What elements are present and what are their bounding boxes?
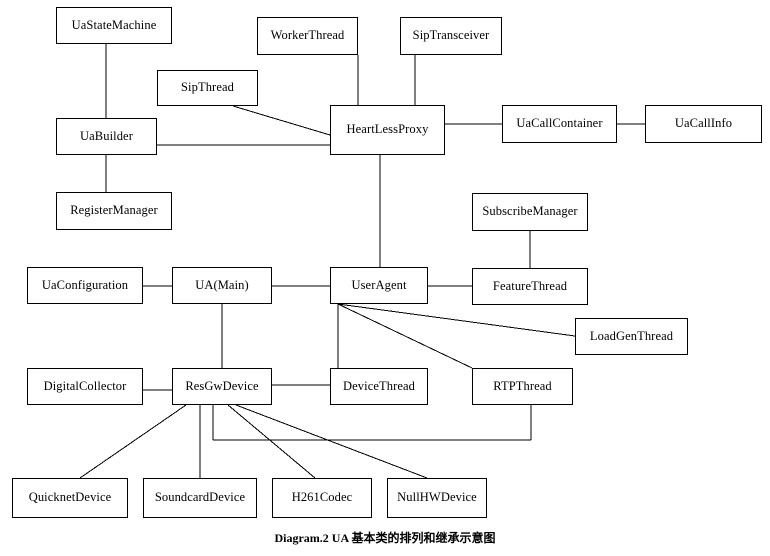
class-node-label: SipThread xyxy=(181,80,234,95)
class-node-label: H261Codec xyxy=(291,490,353,505)
class-node-label: UA(Main) xyxy=(195,277,249,292)
class-node-UaCallContainer[interactable]: UaCallContainer xyxy=(502,105,617,143)
class-node-label: SubscribeManager xyxy=(482,204,578,219)
class-node-label: UaCallInfo xyxy=(674,116,733,131)
class-node-UaCallInfo[interactable]: UaCallInfo xyxy=(645,105,762,143)
class-node-label: UaStateMachine xyxy=(71,17,157,32)
class-node-UaConfiguration[interactable]: UaConfiguration xyxy=(27,267,143,304)
edge-ResGwDevice-to-QuicknetDevice xyxy=(79,404,187,479)
class-node-H261Codec[interactable]: H261Codec xyxy=(272,478,372,518)
class-node-label: UaCallContainer xyxy=(516,116,603,131)
caption-prefix: Diagram.2 UA xyxy=(274,531,352,545)
class-node-UaBuilder[interactable]: UaBuilder xyxy=(56,118,157,155)
edge-UserAgent-to-LoadGenThread xyxy=(337,303,576,337)
class-node-UserAgent[interactable]: UserAgent xyxy=(330,267,428,304)
class-node-label: WorkerThread xyxy=(270,28,345,43)
class-node-label: UaConfiguration xyxy=(41,277,129,292)
class-node-label: ResGwDevice xyxy=(185,378,259,393)
class-node-SipThread[interactable]: SipThread xyxy=(157,70,258,106)
class-node-label: UaBuilder xyxy=(80,128,133,143)
class-node-DigitalCollector[interactable]: DigitalCollector xyxy=(27,368,143,405)
class-node-label: LoadGenThread xyxy=(589,328,674,343)
class-node-DeviceThread[interactable]: DeviceThread xyxy=(330,368,428,405)
class-node-SubscribeManager[interactable]: SubscribeManager xyxy=(472,193,588,231)
class-node-UaStateMachine[interactable]: UaStateMachine xyxy=(56,7,172,44)
class-node-label: RegisterManager xyxy=(70,203,158,218)
class-node-SipTransceiver[interactable]: SipTransceiver xyxy=(400,17,502,55)
edge-SipThread-to-HeartLessProxy xyxy=(232,105,331,136)
class-node-label: FeatureThread xyxy=(492,278,568,293)
edge-UserAgent-to-RTPThread xyxy=(337,303,473,369)
class-node-ResGwDevice[interactable]: ResGwDevice xyxy=(172,368,272,405)
class-node-label: SoundcardDevice xyxy=(154,490,246,505)
class-node-label: RTPThread xyxy=(493,378,552,393)
class-node-label: DeviceThread xyxy=(343,378,415,393)
edge-ResGwDevice-to-H261Codec xyxy=(227,404,316,479)
class-node-label: NullHWDevice xyxy=(397,490,477,505)
class-node-label: HeartLessProxy xyxy=(346,122,429,137)
class-node-QuicknetDevice[interactable]: QuicknetDevice xyxy=(12,478,128,518)
class-node-SoundcardDevice[interactable]: SoundcardDevice xyxy=(143,478,257,518)
class-node-LoadGenThread[interactable]: LoadGenThread xyxy=(575,318,688,355)
class-node-label: QuicknetDevice xyxy=(28,490,112,505)
class-node-UAMain[interactable]: UA(Main) xyxy=(172,267,272,304)
class-node-label: UserAgent xyxy=(351,277,407,292)
class-node-FeatureThread[interactable]: FeatureThread xyxy=(472,268,588,305)
class-node-NullHWDevice[interactable]: NullHWDevice xyxy=(387,478,487,518)
diagram-caption: Diagram.2 UA 基本类的排列和继承示意图 xyxy=(0,529,770,546)
class-node-RTPThread[interactable]: RTPThread xyxy=(472,368,573,405)
class-node-label: DigitalCollector xyxy=(43,378,127,393)
class-node-WorkerThread[interactable]: WorkerThread xyxy=(257,17,358,55)
edge-ResGwDevice-to-NullHWDevice xyxy=(235,404,428,479)
class-node-HeartLessProxy[interactable]: HeartLessProxy xyxy=(330,105,445,155)
class-node-label: SipTransceiver xyxy=(412,28,490,43)
caption-cjk-text: 基本类的排列和继承示意图 xyxy=(351,531,496,545)
class-node-RegisterManager[interactable]: RegisterManager xyxy=(56,192,172,230)
